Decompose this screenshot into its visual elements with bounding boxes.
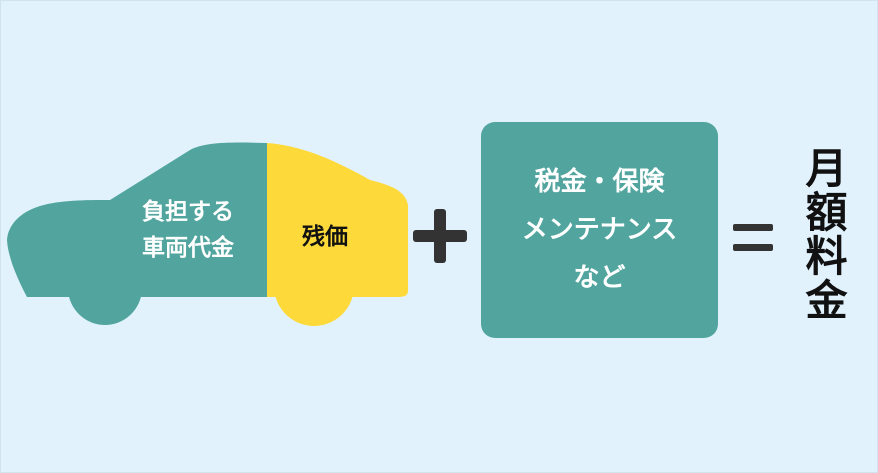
extras-line2: メンテナンス	[521, 214, 678, 245]
monthly-fee-label: 月額料金	[799, 146, 848, 322]
extras-box: 税金・保険 メンテナンス など	[481, 122, 718, 338]
residual-value-label: 残価	[302, 224, 348, 250]
vehicle-cost-label: 負担する 車両代金	[118, 195, 258, 266]
plus-icon	[413, 209, 467, 263]
extras-line3: など	[573, 263, 626, 294]
extras-line1: 税金・保険	[534, 166, 665, 197]
vehicle-cost-line1: 負担する	[142, 199, 234, 225]
vehicle-cost-line2: 車両代金	[142, 234, 234, 261]
equals-icon	[733, 222, 773, 254]
